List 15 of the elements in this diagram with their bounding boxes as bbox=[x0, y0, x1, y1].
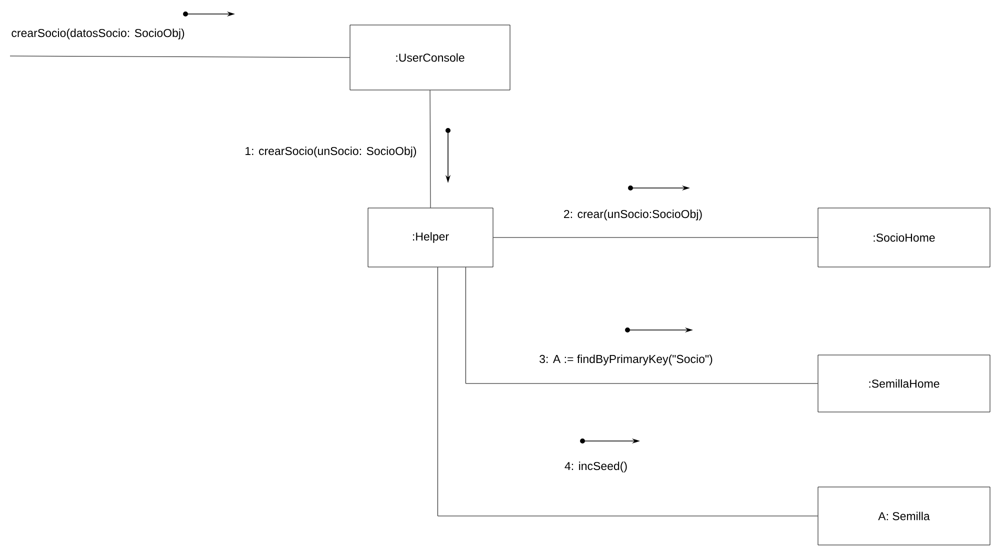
link-line bbox=[466, 267, 818, 384]
message-label: 4: incSeed() bbox=[564, 462, 627, 472]
message-label: 3: A := findByPrimaryKey("Socio") bbox=[540, 354, 712, 366]
message-label: 1: crearSocio(unSocio: SocioObj) bbox=[246, 146, 416, 158]
link-line bbox=[438, 267, 818, 516]
object-box: :SocioHome bbox=[818, 208, 990, 268]
message-label: crearSocio(datosSocio: SocioObj) bbox=[12, 28, 184, 40]
link-line bbox=[10, 56, 350, 58]
object-box: :Helper bbox=[368, 208, 494, 268]
link-line bbox=[430, 90, 431, 208]
object-box: :SemillaHome bbox=[818, 354, 990, 412]
message-label: 2: crear(unSocio:SocioObj) bbox=[564, 210, 702, 220]
object-box: :UserConsole bbox=[350, 24, 510, 90]
link-line bbox=[493, 237, 818, 238]
object-box: A: Semilla bbox=[818, 486, 990, 546]
